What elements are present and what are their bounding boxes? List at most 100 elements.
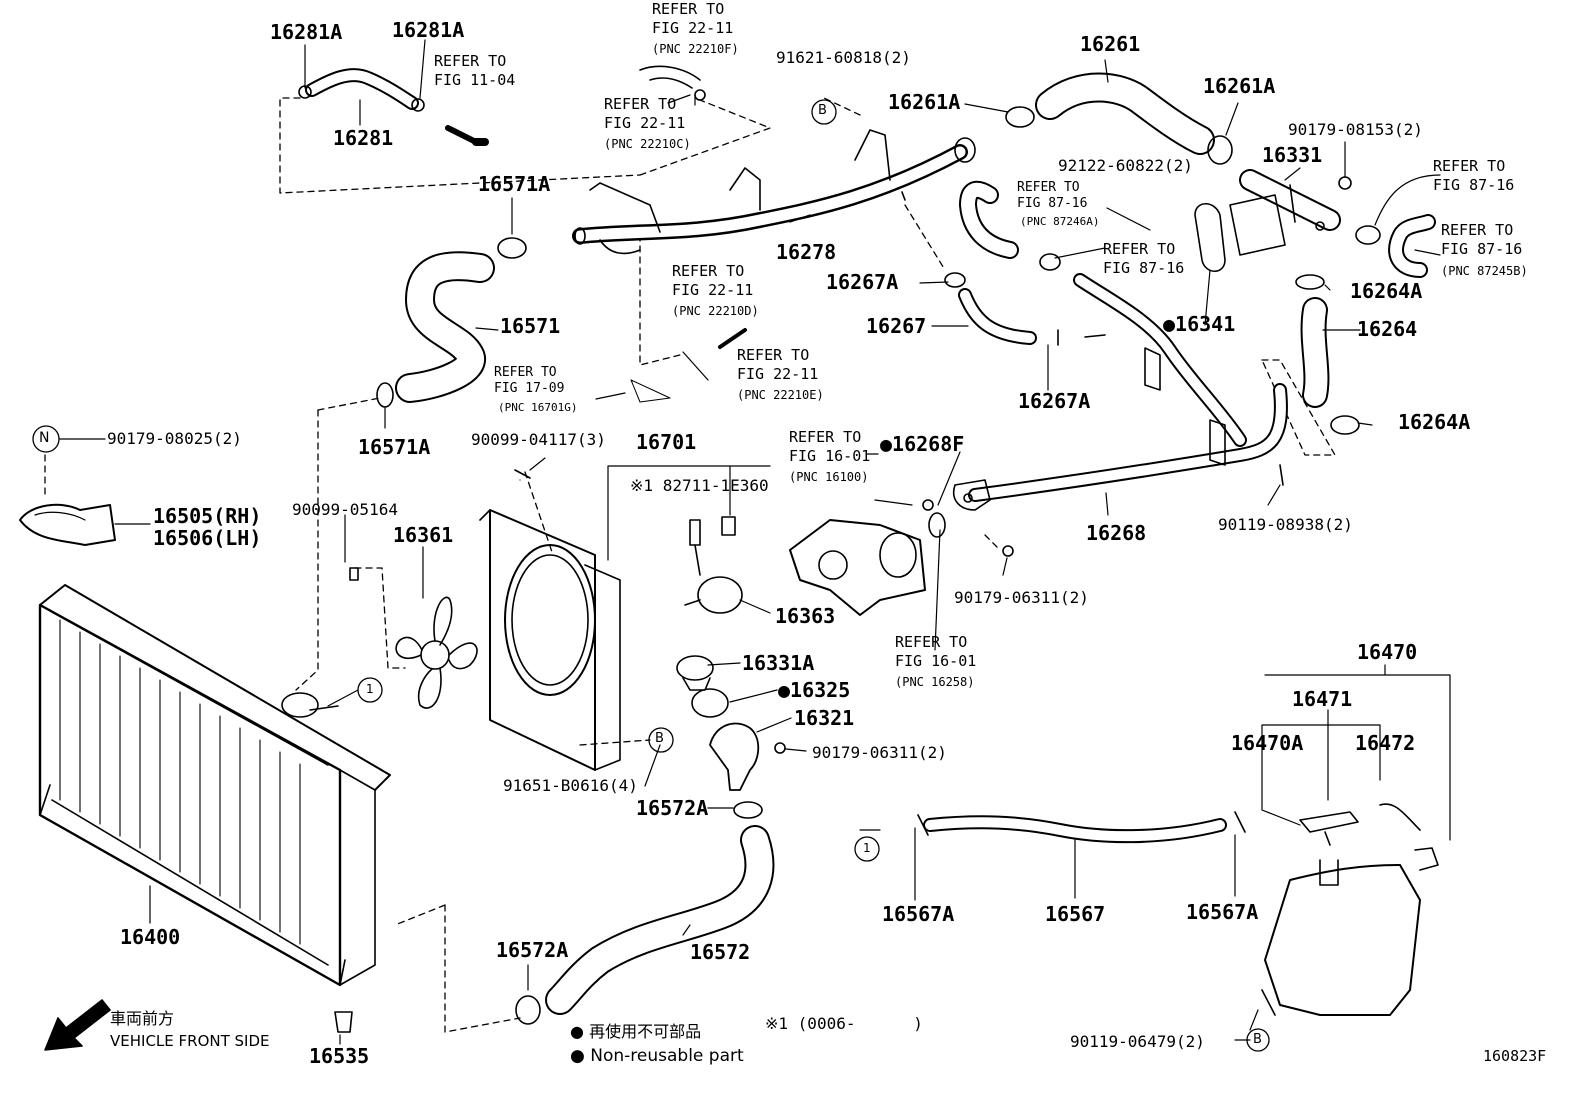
ref-fig-87-16-c[interactable]: REFER TO FIG 87-16 (1433, 157, 1515, 194)
hose-16567-drawing (917, 811, 1246, 844)
label-16325[interactable]: ●16325 (778, 678, 851, 702)
ref-fig-16-01-a-pnc: (PNC 16100) (789, 470, 869, 484)
radiator-16400-drawing (38, 584, 391, 1033)
label-16471[interactable]: 16471 (1292, 687, 1353, 711)
motor-16363-drawing (684, 516, 743, 614)
label-16572[interactable]: 16572 (690, 940, 751, 964)
label-16572A-bottom[interactable]: 16572A (496, 938, 569, 962)
legend-front-en: VEHICLE FRONT SIDE (110, 1032, 270, 1050)
fan-shroud-drawing (479, 509, 621, 771)
fan-16361-drawing (395, 596, 478, 709)
label-90099-05164[interactable]: 90099-05164 (292, 500, 398, 519)
label-16567A-left[interactable]: 16567A (882, 902, 955, 926)
label-16268F[interactable]: ●16268F (880, 432, 965, 456)
label-16472[interactable]: 16472 (1355, 731, 1416, 755)
label-16278[interactable]: 16278 (776, 240, 837, 264)
dashed-leader-lines (44, 97, 1336, 1033)
label-90099-04117[interactable]: 90099-04117(3) (471, 430, 606, 449)
pipe-16268-drawing (953, 273, 1288, 511)
ref-fig-16-01-b-pnc: (PNC 16258) (895, 675, 975, 689)
part-16331-drawing (1194, 169, 1352, 273)
ref-fig-17-09[interactable]: REFER TO FIG 17-09 (494, 365, 565, 396)
refer-hoses-drawing (959, 180, 1436, 278)
nonreusable-dot: ● (1163, 312, 1176, 336)
hose-16572-drawing (515, 825, 775, 1025)
ref-fig-22-11-c[interactable]: REFER TO FIG 22-11 (604, 95, 686, 132)
legend-front-jp: 車両前方 (110, 1009, 175, 1028)
label-16567A-right[interactable]: 16567A (1186, 900, 1259, 924)
label-16341[interactable]: ●16341 (1163, 312, 1236, 336)
reservoir-16470-drawing (1261, 803, 1439, 1016)
label-16281[interactable]: 16281 (333, 126, 394, 150)
label-91651-b0616[interactable]: 91651-B0616(4) (503, 776, 638, 795)
ref-fig-87-16-a[interactable]: REFER TO FIG 87-16 (1017, 180, 1088, 211)
label-16281A-left[interactable]: 16281A (270, 20, 343, 44)
nonreusable-dot: ● (880, 432, 893, 456)
pipe-16278-drawing (572, 65, 976, 255)
label-16264A-top[interactable]: 16264A (1350, 279, 1423, 303)
label-16267[interactable]: 16267 (866, 314, 927, 338)
ref-fig-22-11-c-pnc: (PNC 22210C) (604, 137, 691, 151)
ref-fig-22-11-e[interactable]: REFER TO FIG 22-11 (737, 346, 819, 383)
marker-B-mid: B (655, 731, 664, 746)
nonreusable-dot: ● (778, 678, 791, 702)
label-90119-06479[interactable]: 90119-06479(2) (1070, 1032, 1205, 1051)
label-16331[interactable]: 16331 (1262, 143, 1323, 167)
label-16505-rh[interactable]: 16505(RH) (153, 504, 262, 528)
label-16571A-top[interactable]: 16571A (478, 172, 551, 196)
label-16572A-top[interactable]: 16572A (636, 796, 709, 820)
ref-fig-22-11-d-pnc: (PNC 22210D) (672, 304, 759, 318)
ref-fig-22-11-d[interactable]: REFER TO FIG 22-11 (672, 262, 754, 299)
ref-fig-11-04[interactable]: REFER TO FIG 11-04 (434, 52, 516, 89)
label-16567[interactable]: 16567 (1045, 902, 1106, 926)
hose-16267-drawing (944, 272, 1059, 346)
label-16535[interactable]: 16535 (309, 1044, 370, 1068)
label-16268[interactable]: 16268 (1086, 521, 1147, 545)
label-16267A-top[interactable]: 16267A (826, 270, 899, 294)
ref-fig-22-11-e-pnc: (PNC 22210E) (737, 388, 824, 402)
label-16363[interactable]: 16363 (775, 604, 836, 628)
ref-fig-87-16-b[interactable]: REFER TO FIG 87-16 (1103, 240, 1185, 277)
label-16261A-left[interactable]: 16261A (888, 90, 961, 114)
label-82711-1e360[interactable]: ※1 82711-1E360 (630, 476, 769, 495)
label-16470[interactable]: 16470 (1357, 640, 1418, 664)
hose-16571-drawing (376, 237, 527, 408)
ref-fig-16-01-b[interactable]: REFER TO FIG 16-01 (895, 633, 977, 670)
label-90179-08025[interactable]: 90179-08025(2) (107, 429, 242, 448)
label-16264A-bottom[interactable]: 16264A (1398, 410, 1471, 434)
label-16571[interactable]: 16571 (500, 314, 561, 338)
label-16400[interactable]: 16400 (120, 925, 181, 949)
ref-fig-22-11-f-pnc: (PNC 22210F) (652, 42, 739, 56)
label-16470A[interactable]: 16470A (1231, 731, 1304, 755)
ref-fig-17-09-pnc: (PNC 16701G) (498, 401, 578, 414)
label-16571A-bottom[interactable]: 16571A (358, 435, 431, 459)
ref-fig-87-16-a-pnc: (PNC 87246A) (1020, 215, 1100, 228)
label-90179-06311-bottom[interactable]: 90179-06311(2) (812, 743, 947, 762)
label-92122-60822[interactable]: 92122-60822(2) (1058, 156, 1193, 175)
label-90179-06311-top[interactable]: 90179-06311(2) (954, 588, 1089, 607)
label-16331A[interactable]: 16331A (742, 651, 815, 675)
ref-fig-22-11-f[interactable]: REFER TO FIG 22-11 (652, 0, 734, 37)
label-16361[interactable]: 16361 (393, 523, 454, 547)
label-16267A-bottom[interactable]: 16267A (1018, 389, 1091, 413)
bracket-16505-drawing (19, 503, 116, 546)
label-16261A-right[interactable]: 16261A (1203, 74, 1276, 98)
marker-1-b: 1 (863, 841, 871, 855)
label-16321[interactable]: 16321 (794, 706, 855, 730)
label-16261[interactable]: 16261 (1080, 32, 1141, 56)
ref-fig-16-01-a[interactable]: REFER TO FIG 16-01 (789, 428, 871, 465)
label-16701[interactable]: 16701 (636, 430, 697, 454)
label-90119-08938[interactable]: 90119-08938(2) (1218, 515, 1353, 534)
label-90179-08153[interactable]: 90179-08153(2) (1288, 120, 1423, 139)
water-pump-drawing (789, 499, 946, 616)
label-91621-60818[interactable]: 91621-60818(2) (776, 48, 911, 67)
hose-16261-drawing (1005, 72, 1233, 165)
ref-fig-87-16-d[interactable]: REFER TO FIG 87-16 (1441, 221, 1523, 258)
label-16281A-right[interactable]: 16281A (392, 18, 465, 42)
leader-lines (59, 39, 1451, 1045)
label-16506-lh[interactable]: 16506(LH) (153, 526, 262, 550)
legend-nonreuse-en: ● Non-reusable part (570, 1046, 744, 1066)
label-16264[interactable]: 16264 (1357, 317, 1418, 341)
